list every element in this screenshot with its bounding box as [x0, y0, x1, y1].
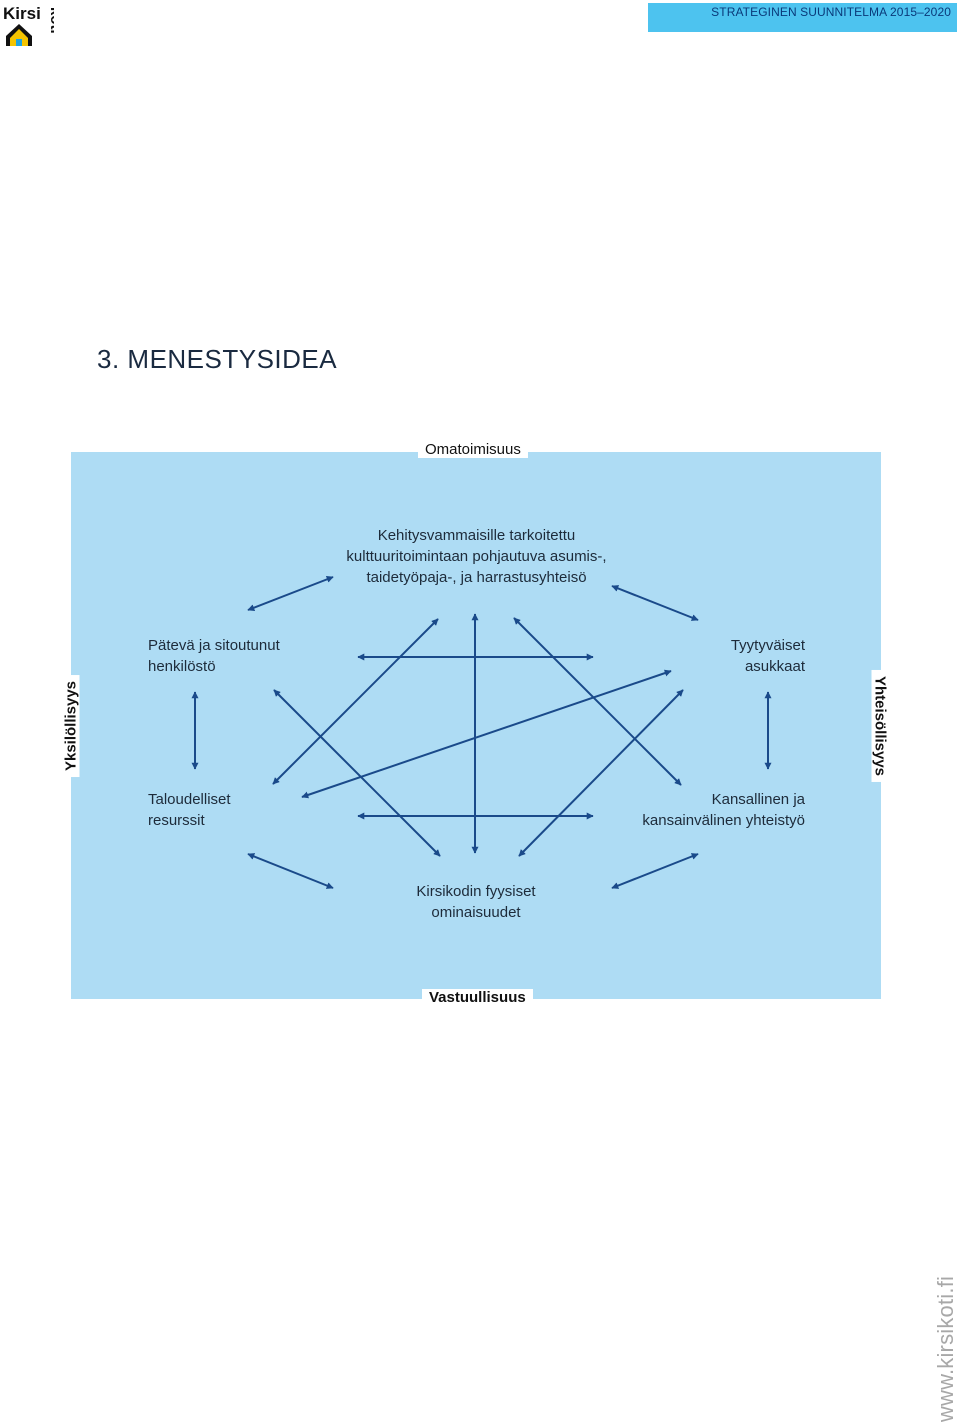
- node-top-left: Pätevä ja sitoutunut henkilöstö: [148, 635, 280, 677]
- node-bottom-right-line1: Kansallinen ja: [711, 791, 805, 808]
- node-top-right: Tyytyväiset asukkaat: [731, 635, 805, 677]
- header-title: STRATEGINEN SUUNNITELMA 2015–2020: [711, 5, 951, 19]
- logo-text-kirsi: Kirsi: [3, 4, 41, 23]
- logo-door: [16, 39, 22, 46]
- node-bottom-left-line2: resurssit: [148, 812, 205, 829]
- node-bottom: Kirsikodin fyysiset ominaisuudet: [340, 881, 612, 923]
- node-bottom-right: Kansallinen ja kansainvälinen yhteistyö: [642, 789, 805, 831]
- edge-label-right: Yhteisöllisyys: [871, 669, 889, 783]
- node-bottom-left: Taloudelliset resurssit: [148, 789, 231, 831]
- node-top: Kehitysvammaisille tarkoitettu kulttuuri…: [310, 525, 643, 588]
- node-top-right-line1: Tyytyväiset: [730, 637, 805, 654]
- node-top-line1: Kehitysvammaisille tarkoitettu: [377, 527, 576, 544]
- logo-text-koti: koti: [47, 7, 54, 34]
- edge-label-left: Yksilöllisyys: [62, 674, 80, 778]
- logo-house-yellow: [10, 29, 28, 46]
- node-bottom-left-line1: Taloudelliset: [148, 791, 231, 808]
- node-bottom-line1: Kirsikodin fyysiset: [416, 883, 536, 900]
- edge-label-top: Omatoimisuus: [418, 441, 528, 458]
- node-bottom-line2: ominaisuudet: [431, 904, 521, 921]
- node-top-line2: kulttuuritoimintaan pohjautuva asumis-,: [346, 548, 607, 565]
- node-top-right-line2: asukkaat: [744, 658, 805, 675]
- node-top-left-line1: Pätevä ja sitoutunut: [148, 637, 280, 654]
- node-bottom-right-line2: kansainvälinen yhteistyö: [642, 812, 805, 829]
- node-top-left-line2: henkilöstö: [148, 658, 216, 675]
- header-bar: STRATEGINEN SUUNNITELMA 2015–2020: [648, 3, 957, 32]
- footer-url: www.kirsikoti.fi: [933, 1275, 958, 1422]
- edge-label-bottom: Vastuullisuus: [422, 989, 533, 1006]
- page-title: 3. MENESTYSIDEA: [97, 344, 338, 374]
- node-top-line3: taidetyöpaja-, ja harrastusyhteisö: [366, 569, 587, 586]
- kirsikoti-logo: Kirsi koti: [3, 4, 54, 46]
